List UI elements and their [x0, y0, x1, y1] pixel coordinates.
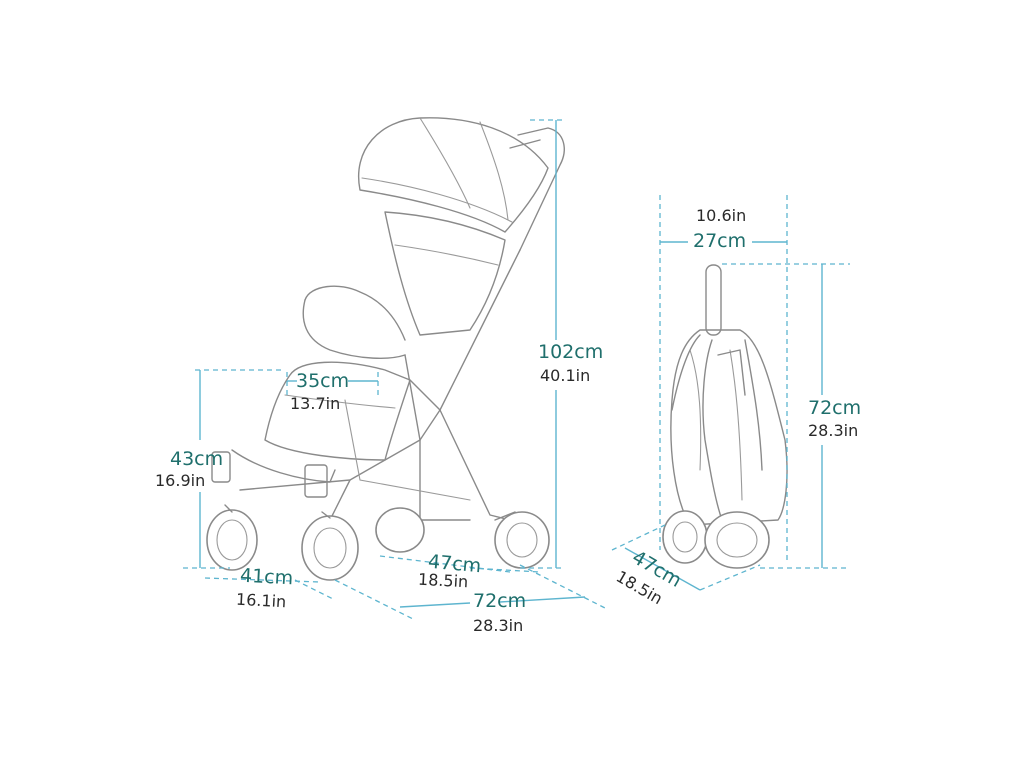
stroller-seat-back [384, 211, 506, 336]
width-in-label: 16.1in [235, 589, 287, 612]
total-height-cm-label: 102cm [538, 341, 604, 363]
total-height-in-label: 40.1in [540, 366, 591, 385]
folded-handle [705, 264, 722, 336]
folded-depth-line-right [699, 564, 761, 591]
folded-body [670, 329, 788, 526]
folded-height-in-label: 28.3in [808, 421, 859, 440]
width-line [204, 577, 321, 583]
stroller-handle [517, 127, 565, 251]
folded-depth-line-left [611, 524, 666, 551]
folded-width-cm-label: 27cm [693, 230, 747, 252]
length-in-label: 28.3in [473, 616, 524, 635]
open-stroller-illustration [206, 117, 565, 581]
stroller-canopy [358, 117, 549, 233]
seat-height-in-label: 16.9in [155, 471, 206, 490]
width-cm-label: 41cm [239, 564, 294, 590]
stroller-bumper-bar [304, 285, 406, 341]
seat-width-in-label: 13.7in [290, 394, 341, 413]
length-line-left [334, 579, 416, 621]
folded-width-in-label: 10.6in [696, 206, 747, 225]
folded-wheels [662, 510, 770, 569]
folded-stroller-illustration [662, 264, 788, 569]
length-line-right [519, 564, 606, 609]
dimension-lines [183, 119, 850, 621]
seat-height-cm-label: 43cm [170, 448, 224, 470]
depth-in-label: 18.5in [417, 569, 469, 592]
stroller-wheels [206, 504, 550, 581]
folded-height-cm-label: 72cm [808, 397, 862, 419]
length-cm-label: 72cm [473, 590, 527, 612]
stroller-frame [239, 249, 521, 491]
seat-width-cm-label: 35cm [296, 370, 350, 392]
